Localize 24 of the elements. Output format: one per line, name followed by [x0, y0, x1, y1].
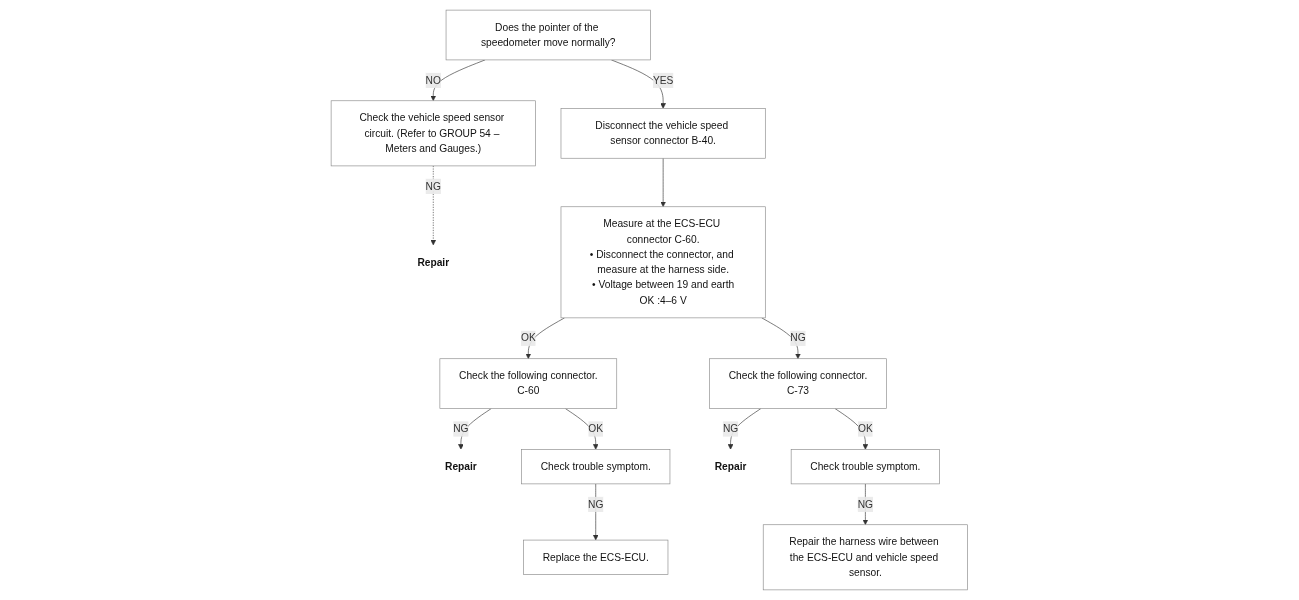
- node-box: Disconnect the vehicle speed sensor connector B-40.: [560, 108, 766, 159]
- node-text: Repair: [417, 256, 450, 268]
- node-box: Check the vehicle speed sensor circuit. (Refer to GROUP 54 – Meters and Gauges.): [330, 100, 536, 167]
- node-box: Replace the ECS-ECU.: [523, 539, 669, 575]
- node-text: Repair: [714, 460, 747, 472]
- edge-label: NG: [723, 423, 739, 435]
- edge-label: NG: [425, 180, 442, 192]
- node-box: Check trouble symptom.: [791, 449, 941, 485]
- node-text: Repair: [445, 460, 477, 472]
- edge-label: OK: [521, 332, 536, 344]
- edge-label: NG: [857, 498, 874, 510]
- edge-label: NG: [453, 423, 469, 435]
- edge-label: OK: [588, 423, 604, 435]
- edge-label: NG: [588, 498, 604, 510]
- edge-label: YES: [653, 74, 674, 86]
- node-box: Measure at the ECS-ECU connector C-60. • Disconnect the connector, and measure at the harness side. • Voltage between 19 and earth OK :4–6 V: [560, 206, 766, 319]
- edge-label: NG: [790, 332, 806, 344]
- node-box: Check trouble symptom.: [521, 449, 671, 485]
- node-box: Check the following connector. C-60: [439, 358, 618, 409]
- node-box: Does the pointer of the speedometer move normally?: [445, 9, 651, 61]
- edge-label: OK: [858, 423, 873, 435]
- node-box: Repair the harness wire between the ECS-ECU and vehicle speed sensor.: [763, 524, 969, 591]
- node-box: Check the following connector. C-73: [709, 358, 887, 409]
- edge-label: NO: [425, 74, 442, 86]
